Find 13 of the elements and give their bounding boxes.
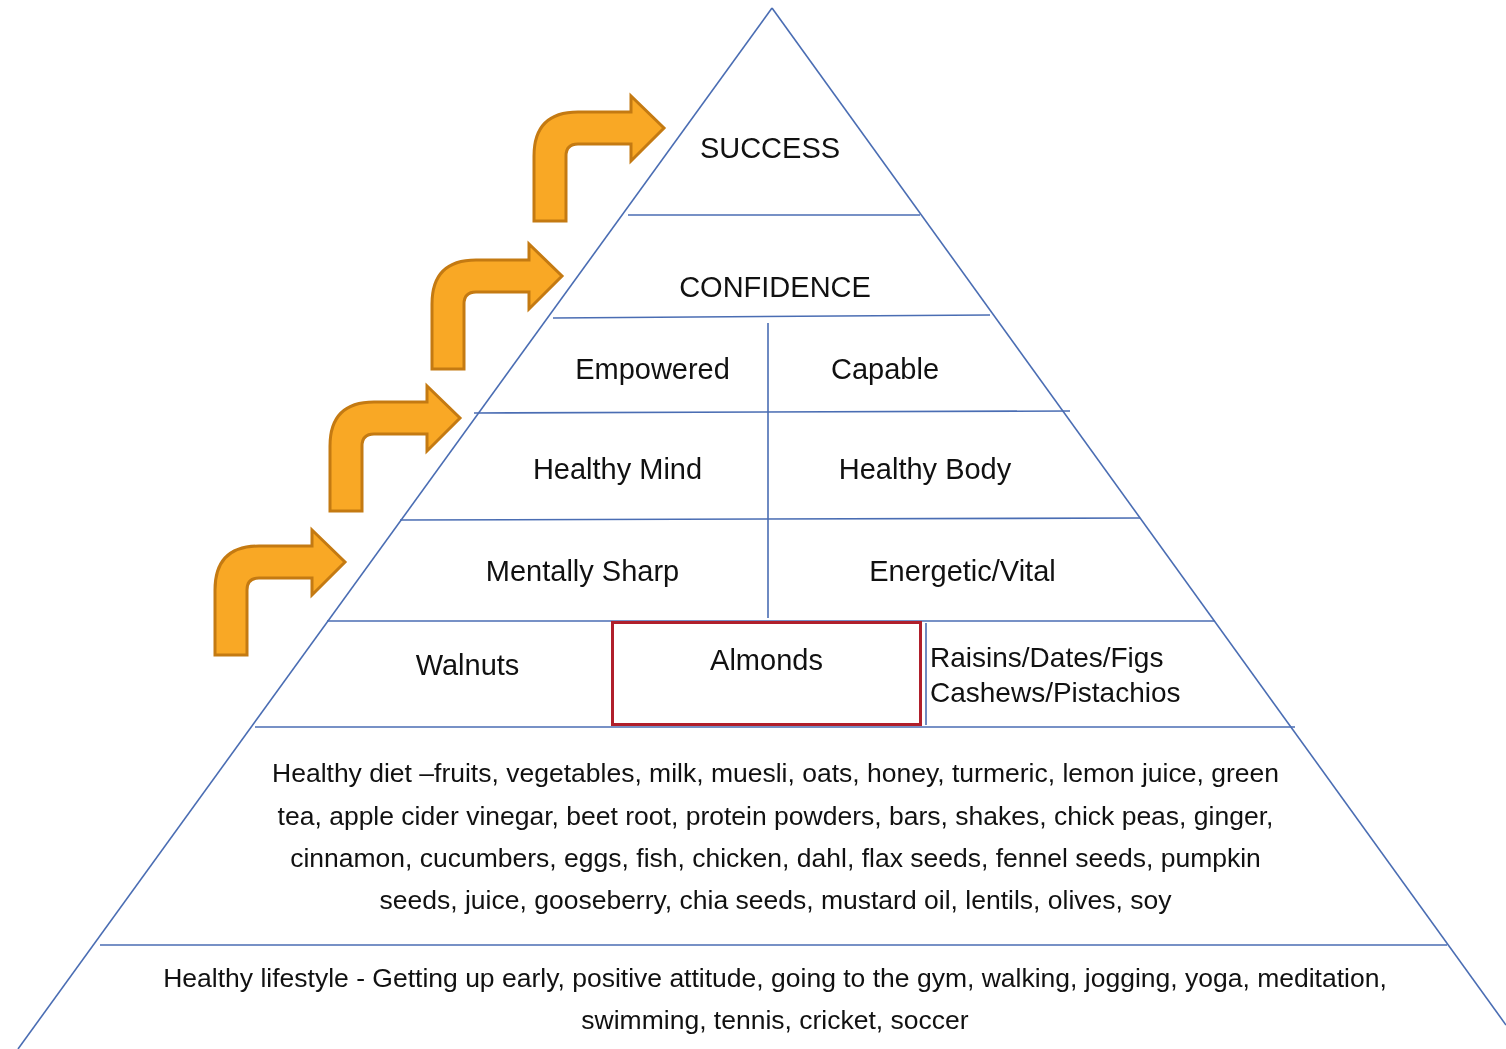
- pyramid-level-label: Mentally Sharp: [400, 540, 765, 602]
- highlight-box: Almonds: [611, 621, 922, 726]
- pyramid-level-label: Walnuts: [330, 630, 605, 700]
- pyramid-level-label: SUCCESS: [640, 118, 900, 178]
- pyramid-level-label: Energetic/Vital: [775, 540, 1150, 602]
- pyramid-level-label: CONFIDENCE: [610, 258, 940, 316]
- pyramid-level-label: Raisins/Dates/Figs Cashews/Pistachios: [930, 630, 1230, 720]
- pyramid-level-label: Capable: [775, 338, 995, 400]
- pyramid-level-label: Healthy diet –fruits, vegetables, milk, muesli, oats, honey, turmeric, lemon juice, green tea, apple cider vinegar, beet root, protein powders, bars, shakes, chick peas, ginger, cinnamon, cucumbers, eggs, fish, chicken, dahl, flax seeds, fennel seeds, pumpkin seeds, juice, gooseberry, chia seeds, mustard oil, lentils, olives, soy: [258, 731, 1293, 943]
- pyramid-level-label: Healthy Body: [775, 438, 1075, 500]
- pyramid-level-label: Healthy lifestyle - Getting up early, positive attitude, going to the gym, walking, jogging, yoga, meditation, swimming, tennis, cricket, soccer: [110, 952, 1440, 1046]
- pyramid-level-label: Empowered: [540, 338, 765, 400]
- pyramid-level-label: Healthy Mind: [470, 438, 765, 500]
